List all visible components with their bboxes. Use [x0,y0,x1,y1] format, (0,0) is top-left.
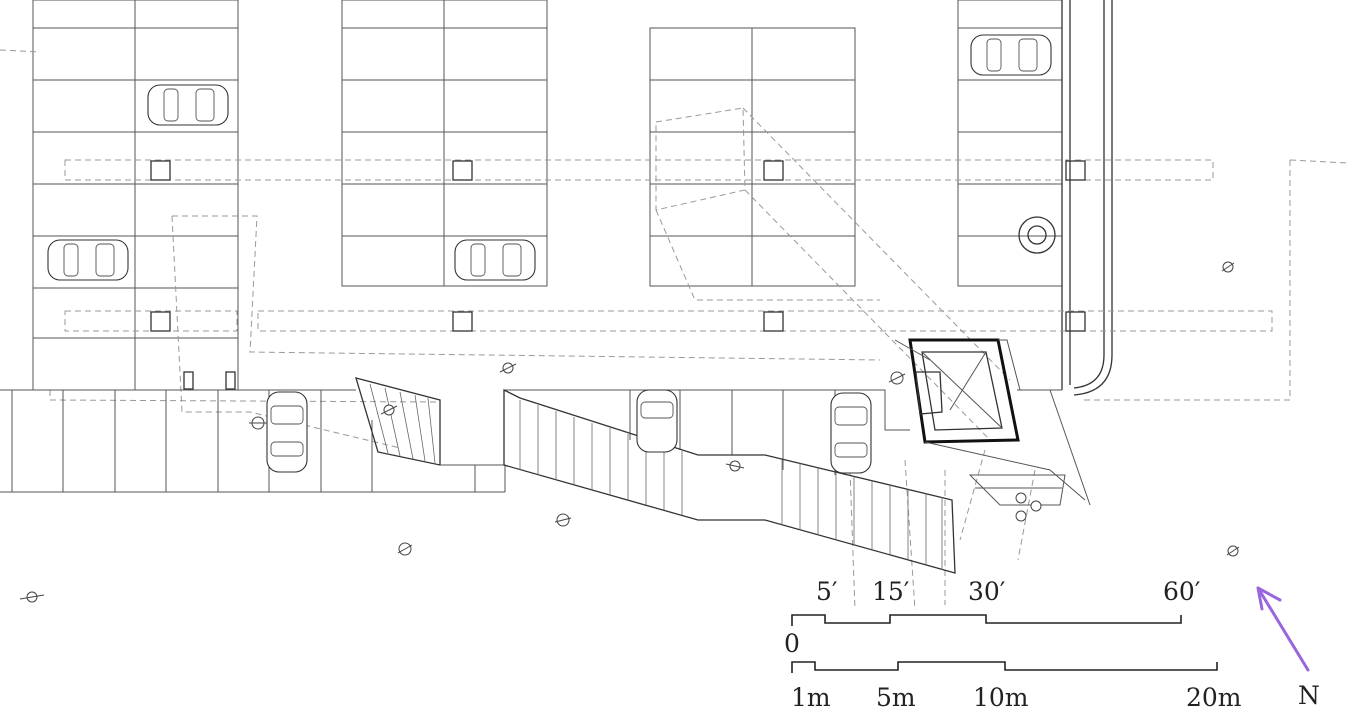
ramp-upper [355,377,506,492]
ramp-lower [503,388,956,574]
person-icon [397,542,413,556]
imperial-scale-line [791,614,1182,626]
imperial-label-15ft: 15′ [872,577,910,606]
scale-zero-label: 0 [784,629,800,658]
north-arrow-icon [1256,586,1310,672]
central-pavilion [894,338,1091,506]
north-arrow: N [1256,586,1320,710]
metric-label-20m: 20m [1186,683,1242,712]
person-icon [725,460,745,472]
person-icon [19,591,45,603]
metric-label-10m: 10m [973,683,1029,712]
parking-bay-block [341,0,548,287]
parked-car-7 [830,392,872,474]
metric-label-5m: 5m [876,683,916,712]
person-icon [554,513,572,527]
parked-car-1 [147,84,229,126]
parked-car-2 [47,239,129,281]
person-icon [1015,492,1027,504]
parking-bay-block [649,27,856,287]
person-icon [1226,545,1240,557]
imperial-label-5ft: 5′ [816,577,838,606]
imperial-label-30ft: 30′ [968,577,1006,606]
parked-car-5 [266,391,308,473]
person-icon [888,371,906,385]
north-label: N [1298,681,1320,710]
person-icon [380,404,398,416]
parked-car-3 [454,239,536,281]
person-icon [249,416,267,430]
metric-label-1m: 1m [791,683,831,712]
scale-bar: 5′ 15′ 30′ 60′ 0 1m 5m 10m 20m [784,577,1242,712]
people-figures [19,261,1240,603]
parked-car-6 [636,389,678,453]
person-icon [1030,500,1042,512]
road-curb [1061,0,1113,396]
metric-scale-line [791,661,1218,673]
parked-car-4 [970,34,1052,76]
person-icon [499,362,517,374]
structural-beam-outlines [0,49,1348,611]
column-markers [150,160,1086,390]
drain-icon [1018,216,1056,254]
lower-parking-row [0,389,1062,493]
person-icon [1221,261,1235,273]
person-icon [1015,510,1027,522]
imperial-label-60ft: 60′ [1163,577,1201,606]
